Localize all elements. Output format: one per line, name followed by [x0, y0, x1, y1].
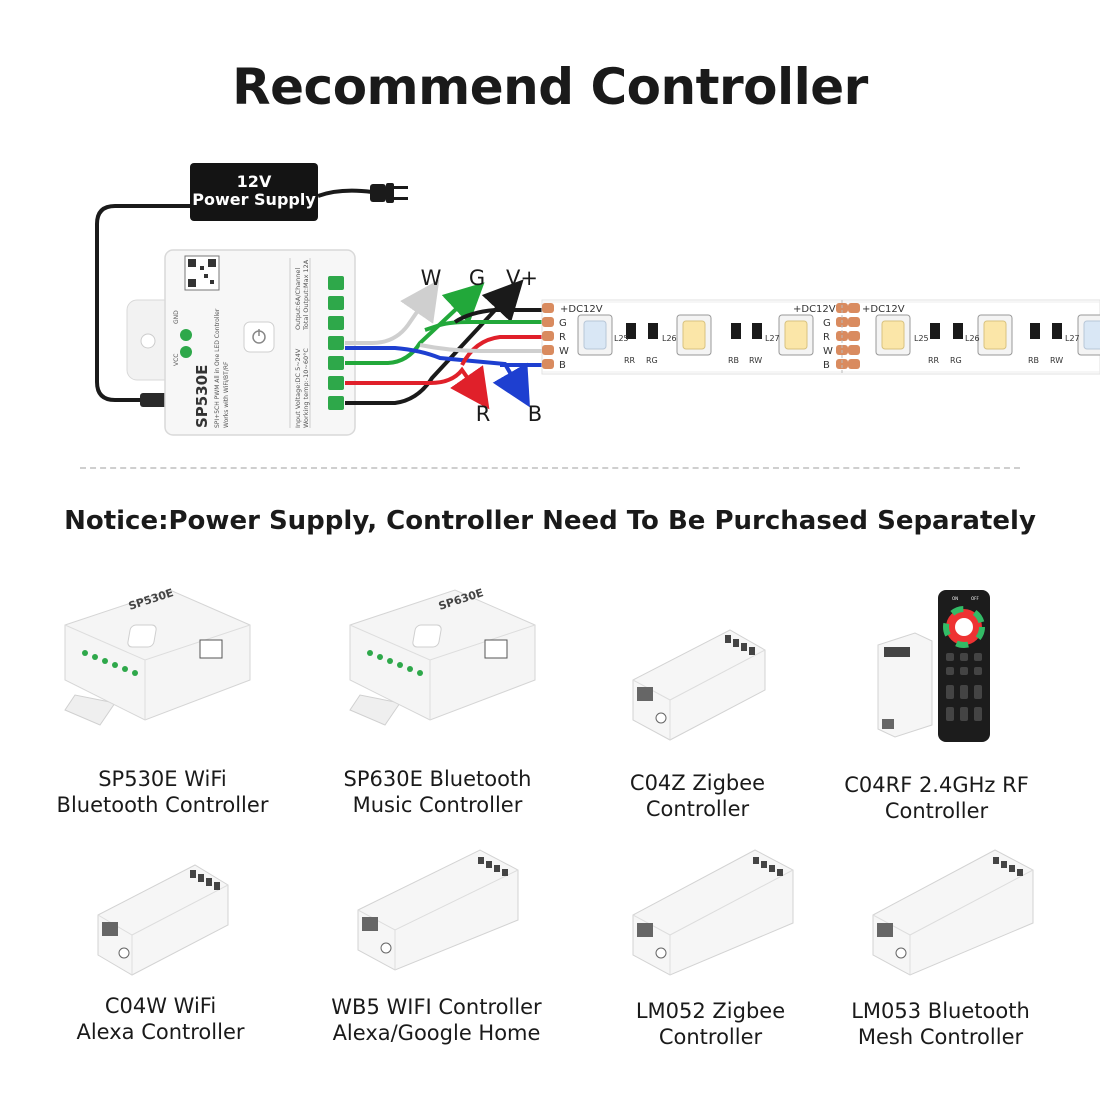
product-label-c04w: C04W WiFi Alexa Controller — [38, 993, 283, 1045]
product-label-sp630e: SP630E Bluetooth Music Controller — [315, 766, 560, 818]
product-label-line1: LM052 Zigbee — [635, 999, 786, 1023]
product-label-c04rf: C04RF 2.4GHz RF Controller — [814, 772, 1059, 824]
power-cable — [95, 204, 190, 402]
product-label-sp530e: SP530E WiFi Bluetooth Controller — [40, 766, 285, 818]
strip-pad-b-1: B — [559, 360, 566, 371]
strip-pad-w-2: W — [823, 346, 833, 357]
strip-pad-r-2: R — [823, 332, 830, 343]
product-label-line1: SP630E Bluetooth — [343, 767, 532, 791]
strip-wire-white — [419, 343, 545, 353]
strip-pad-g-1: G — [559, 318, 567, 329]
page-title: Recommend Controller — [232, 58, 868, 116]
strip-label-rw-1: RW — [749, 356, 762, 365]
product-label-line1: WB5 WIFI Controller — [331, 995, 542, 1019]
strip-wire-green — [424, 320, 545, 332]
controller-spec-output-channel: Output:6A/Channel — [294, 268, 302, 330]
wire-label-r: R — [476, 402, 491, 426]
product-label-line1: C04RF 2.4GHz RF — [844, 773, 1029, 797]
product-label-line2: Music Controller — [352, 793, 523, 817]
strip-label-l26: L26 — [662, 334, 677, 343]
power-supply-name: Power Supply — [192, 190, 316, 209]
product-image-c04w — [97, 864, 229, 976]
wire-blue-lower — [345, 346, 530, 408]
strip-pad-b-2: B — [823, 360, 830, 371]
strip-label-rw-2: RW — [1050, 356, 1063, 365]
strip-pad-w-1: W — [559, 346, 569, 357]
wire-label-w: W — [421, 266, 442, 290]
strip-leds — [577, 314, 1100, 356]
section-divider — [80, 467, 1020, 469]
controller-compat: Works with WiFi/BT/RF — [223, 361, 230, 428]
dc-plug — [140, 393, 168, 407]
product-label-lm052: LM052 Zigbee Controller — [588, 998, 833, 1050]
strip-label-rr-2: RR — [928, 356, 940, 365]
power-supply: 12V Power Supply — [190, 163, 318, 221]
strip-label-rb-2: RB — [1028, 356, 1039, 365]
controller-spec-temp: Working temp:-10~60°C — [302, 348, 310, 428]
product-label-line2: Controller — [884, 799, 989, 823]
wire-green — [345, 282, 485, 365]
product-label-line1: LM053 Bluetooth — [851, 999, 1030, 1023]
controller-spec-input: Input Voltage:DC 5~24V — [294, 348, 302, 428]
wire-white — [345, 279, 440, 345]
strip-resistors — [626, 323, 1062, 339]
strip-wire-red — [460, 335, 545, 366]
wire-label-b: B — [528, 402, 542, 426]
sp530e-controller: SP530E SPI+5CH PWM All in One LED Contro… — [126, 249, 356, 436]
strip-pad-voltage-3: +DC12V — [862, 304, 905, 315]
ac-cord — [317, 188, 373, 198]
notice-text: Notice:Power Supply, Controller Need To … — [64, 506, 1036, 536]
product-label-lm053: LM053 Bluetooth Mesh Controller — [818, 998, 1063, 1050]
product-label-line2: Mesh Controller — [857, 1025, 1024, 1049]
product-image-sp630e: SP630E — [349, 586, 536, 726]
product-label-line2: Controller — [645, 797, 750, 821]
wire-black — [345, 279, 524, 405]
strip-label-l27-2: L27 — [1065, 334, 1080, 343]
controller-pin-vcc: VCC — [173, 354, 180, 366]
product-label-line2: Bluetooth Controller — [56, 793, 269, 817]
ac-plug — [370, 183, 408, 203]
product-label-line2: Alexa/Google Home — [332, 1021, 541, 1045]
product-label-line1: SP530E WiFi — [98, 767, 227, 791]
strip-pad-voltage-2: +DC12V — [793, 304, 836, 315]
strip-label-rr-1: RR — [624, 356, 636, 365]
remote-off-label: OFF — [971, 596, 979, 601]
product-image-c04z — [632, 629, 766, 741]
product-label-wb5: WB5 WIFI Controller Alexa/Google Home — [304, 994, 569, 1046]
strip-label-rb-1: RB — [728, 356, 739, 365]
strip-label-l25: L25 — [614, 334, 629, 343]
strip-pad-g-2: G — [823, 318, 831, 329]
controller-pin-gnd: GND — [173, 310, 180, 324]
product-image-lm053 — [872, 849, 1034, 976]
product-label-line2: Controller — [658, 1025, 763, 1049]
remote-on-label: ON — [952, 596, 958, 601]
product-label-line2: Alexa Controller — [76, 1020, 245, 1044]
led-strip: +DC12V +DC12V +DC12V G R W B G R W B L25… — [541, 299, 1100, 375]
strip-label-l26-2: L26 — [965, 334, 980, 343]
controller-model: SP530E — [193, 365, 211, 428]
strip-pad-r-1: R — [559, 332, 566, 343]
strip-label-l27: L27 — [765, 334, 780, 343]
power-supply-voltage: 12V — [237, 172, 272, 191]
product-label-line1: C04W WiFi — [104, 994, 217, 1018]
controller-spec-output-max: Total Output:Max 12A — [302, 259, 310, 331]
strip-label-rg-2: RG — [950, 356, 962, 365]
wire-label-g: G — [469, 266, 485, 290]
controller-subtitle: SPI+5CH PWM All in One LED Controller — [214, 308, 221, 428]
product-image-sp530e: SP530E — [64, 586, 251, 726]
product-image-c04rf: ON OFF — [877, 590, 990, 742]
strip-label-l25-2: L25 — [914, 334, 929, 343]
strip-label-rg-1: RG — [646, 356, 658, 365]
strip-wire-black — [453, 308, 545, 324]
wire-label-vplus: V+ — [506, 266, 538, 290]
product-label-line1: C04Z Zigbee — [629, 771, 766, 795]
product-image-wb5 — [357, 849, 519, 971]
wire-red-lower — [345, 365, 490, 410]
strip-pad-voltage-1: +DC12V — [560, 304, 603, 315]
product-image-lm052 — [632, 849, 794, 976]
product-label-c04z: C04Z Zigbee Controller — [575, 770, 820, 822]
wiring-diagram: 12V Power Supply SP530E SPI+5 — [95, 163, 1100, 436]
